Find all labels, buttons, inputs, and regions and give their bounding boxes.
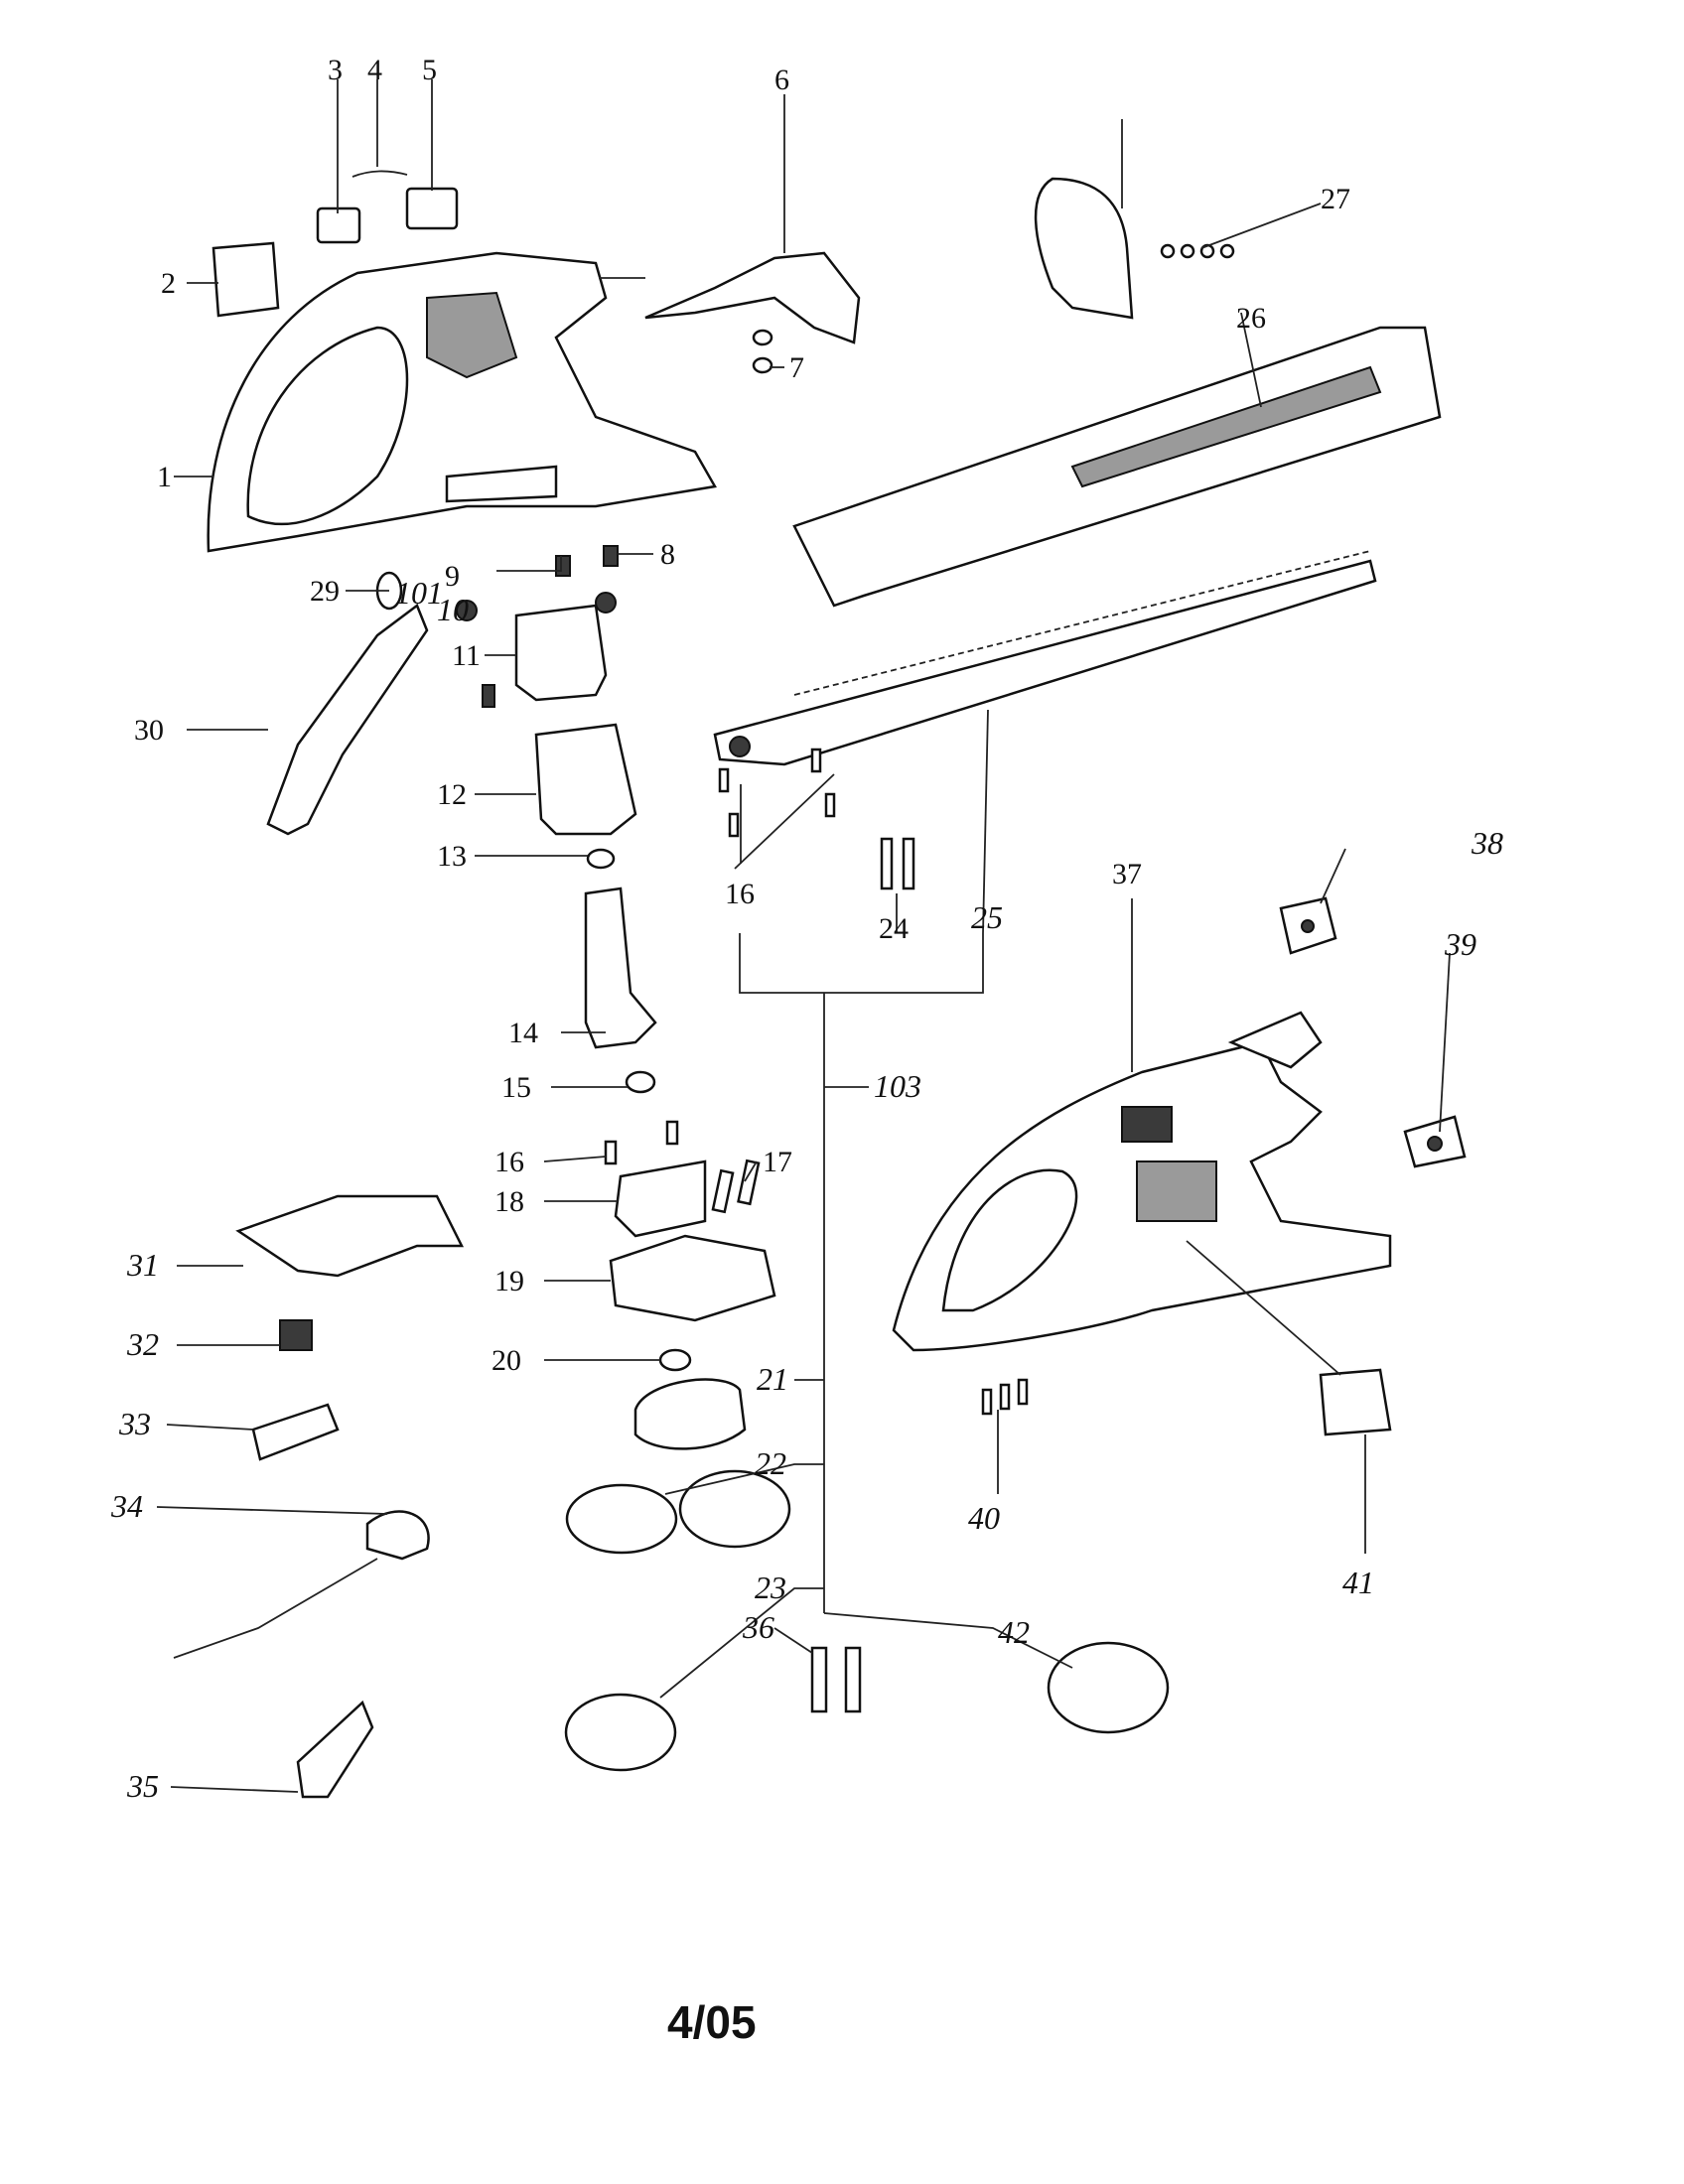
callout-23: 23 xyxy=(755,1570,786,1605)
callout-8: 8 xyxy=(660,538,675,571)
callout-16a: 16 xyxy=(494,1146,524,1178)
gear-housing-part-18 xyxy=(614,1160,707,1238)
brush-part-9 xyxy=(555,555,571,577)
callout-103: 103 xyxy=(874,1068,921,1104)
callout-37: 37 xyxy=(1112,858,1142,890)
handle-cover-part-31 xyxy=(235,1194,465,1278)
brush-part-8 xyxy=(603,545,619,567)
pins-part-17 xyxy=(711,1168,735,1214)
spring-part-10 xyxy=(456,600,478,621)
callout-17: 17 xyxy=(763,1146,792,1178)
switch-parts-3-4-5 xyxy=(316,170,459,244)
callout-31: 31 xyxy=(126,1247,159,1283)
callout-10: 10 xyxy=(437,592,469,627)
callout-14: 14 xyxy=(508,1017,538,1049)
stator-part-12 xyxy=(534,723,637,836)
callout-26: 26 xyxy=(1236,302,1266,335)
screws-part-27 xyxy=(1160,243,1235,259)
gearbox-part-19 xyxy=(609,1234,776,1322)
callout-labels: 1 2 3 4 5 6 7 8 9 101 10 11 12 13 14 15 … xyxy=(110,54,1503,1804)
callout-6: 6 xyxy=(774,64,789,96)
callout-41: 41 xyxy=(1342,1565,1374,1600)
screw-part-16 xyxy=(604,1140,618,1165)
callout-16b: 16 xyxy=(725,878,755,910)
left-housing-part-1 xyxy=(207,251,717,553)
cam-part-22 xyxy=(565,1483,678,1555)
callout-36: 36 xyxy=(742,1609,774,1645)
armature-part-14 xyxy=(584,887,657,1049)
callout-20: 20 xyxy=(491,1344,521,1377)
callout-9: 9 xyxy=(445,560,460,593)
callout-19: 19 xyxy=(494,1265,524,1297)
callout-13: 13 xyxy=(437,840,467,873)
callout-7: 7 xyxy=(789,351,804,384)
callout-33: 33 xyxy=(118,1406,151,1441)
washer-part-20 xyxy=(658,1348,692,1372)
handle-part-30 xyxy=(266,604,429,836)
bearing-part-15 xyxy=(625,1070,656,1094)
callout-1: 1 xyxy=(157,461,172,493)
callout-21: 21 xyxy=(757,1361,788,1397)
screws-part-40 xyxy=(981,1378,1029,1416)
callout-4: 4 xyxy=(367,54,382,86)
callout-32: 32 xyxy=(126,1326,159,1362)
callout-29: 29 xyxy=(310,575,340,608)
callout-42: 42 xyxy=(998,1614,1030,1650)
callout-22: 22 xyxy=(755,1445,786,1481)
callout-2: 2 xyxy=(161,267,176,300)
callout-15: 15 xyxy=(501,1071,531,1104)
strain-relief-part-33 xyxy=(251,1403,340,1461)
right-housing-part-37 xyxy=(892,1011,1392,1352)
callout-25: 25 xyxy=(971,899,1003,935)
end-cap-part-11 xyxy=(514,604,608,702)
plate-part-42 xyxy=(1047,1641,1170,1734)
trigger-part-6 xyxy=(644,251,861,344)
pins-part-24 xyxy=(880,837,894,890)
callout-3: 3 xyxy=(328,54,343,86)
callout-18: 18 xyxy=(494,1185,524,1218)
page-code: 4/05 xyxy=(667,1996,757,2048)
callout-38: 38 xyxy=(1471,825,1503,861)
blade-part-25 xyxy=(713,550,1377,766)
pins-part-36 xyxy=(810,1646,828,1713)
plate-part-23 xyxy=(564,1693,677,1772)
callout-12: 12 xyxy=(437,778,467,811)
leader-lines xyxy=(156,79,1451,1793)
label-part-41 xyxy=(1319,1368,1392,1436)
callout-11: 11 xyxy=(452,639,481,672)
callout-27: 27 xyxy=(1321,183,1350,215)
callout-40: 40 xyxy=(968,1500,1000,1536)
callout-24: 24 xyxy=(879,912,909,945)
callout-5: 5 xyxy=(422,54,437,86)
hand-guard xyxy=(1034,177,1134,320)
label-plate-part-2 xyxy=(211,241,280,318)
bearing-part-13 xyxy=(586,848,616,870)
gear-part-21 xyxy=(633,1378,747,1450)
plug-part-35 xyxy=(296,1700,374,1799)
callout-39: 39 xyxy=(1444,926,1476,962)
spring-part-7 xyxy=(752,329,773,374)
power-cord-part-34 xyxy=(173,1510,430,1659)
callout-34: 34 xyxy=(110,1488,143,1524)
callout-35: 35 xyxy=(126,1768,159,1804)
switch-part-32 xyxy=(279,1319,313,1351)
callout-101: 101 xyxy=(395,575,443,611)
callout-30: 30 xyxy=(134,714,164,747)
